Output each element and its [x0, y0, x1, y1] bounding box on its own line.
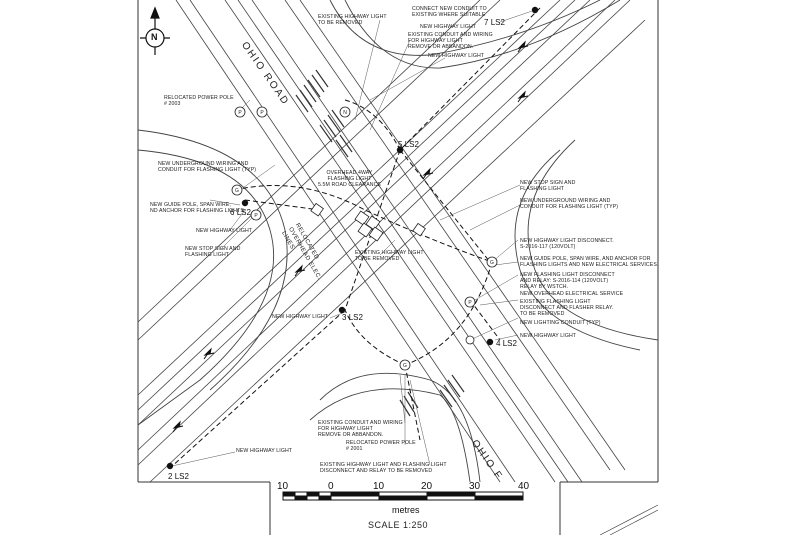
svg-text:P: P	[468, 300, 472, 306]
note-disconnect-117: NEW HIGHWAY LIGHT DISCONNECT. S-2016-117…	[520, 238, 614, 251]
conduit-lines	[169, 7, 541, 469]
svg-text:G: G	[235, 188, 239, 194]
note-new-highway-light-right: NEW HIGHWAY LIGHT	[520, 333, 577, 339]
svg-text:G: G	[490, 260, 494, 266]
light-id-5: 5 LS2	[398, 140, 419, 149]
light-id-4: 4 LS2	[496, 339, 517, 348]
note-new-underground-wiring-left: NEW UNDERGROUND WIRING AND CONDUIT FOR F…	[158, 161, 257, 174]
light-id-3: 3 LS2	[342, 313, 363, 322]
cross-road-edges	[137, 0, 646, 483]
pole-letters: P P G P N G P G	[235, 110, 494, 369]
note-existing-conduit-bottom: EXISTING CONDUIT AND WIRING FOR HIGHWAY …	[318, 420, 403, 439]
scale-title: SCALE 1:250	[368, 520, 429, 530]
scale-tick-30: 30	[469, 481, 481, 492]
note-existing-conduit-top: EXISTING CONDUIT AND WIRING FOR HIGHWAY …	[408, 32, 493, 51]
note-new-highway-light-top2: NEW HIGHWAY LIGHT	[428, 53, 485, 59]
note-new-highway-light-bottom: NEW HIGHWAY LIGHT	[236, 448, 293, 454]
note-guide-pole-right: NEW GUIDE POLE, SPAN WIRE, AND ANCHOR FO…	[520, 256, 659, 269]
light-id-6: 6 LS2	[230, 208, 251, 217]
note-lighting-conduit: NEW LIGHTING CONDUIT (typ)	[520, 320, 601, 326]
scale-bar	[282, 491, 524, 501]
pole-symbols	[231, 106, 498, 371]
ohio-road-edges	[175, 0, 626, 483]
scale-tick-neg10: 10	[277, 481, 289, 492]
north-label: N	[151, 32, 158, 42]
note-existing-light-removed-top: EXISTING HIGHWAY LIGHT TO BE REMOVED	[318, 14, 387, 27]
svg-text:N: N	[343, 110, 347, 116]
light-id-2: 2 LS2	[168, 472, 189, 481]
note-relocated-pole-2003: RELOCATED POWER POLE # 2003	[164, 95, 234, 108]
svg-text:P: P	[254, 213, 258, 219]
note-overhead-4way: OVERHEAD 4WAY FLASHING LIGHT 5.5m ROAD C…	[318, 170, 382, 189]
four-way-flashing-light	[310, 202, 426, 242]
scale-tick-10: 10	[373, 481, 385, 492]
note-existing-light-flasher-bottom: EXISTING HIGHWAY LIGHT AND FLASHING LIGH…	[320, 462, 447, 475]
scale-tick-40: 40	[518, 481, 530, 492]
note-new-highway-light-left: NEW HIGHWAY LIGHT	[196, 228, 253, 234]
lane-arrows	[172, 40, 529, 433]
highway-light-poles	[166, 6, 539, 470]
light-id-7: 7 LS2	[484, 18, 505, 27]
svg-text:G: G	[403, 363, 407, 369]
note-existing-flasher-relay: EXISTING FLASHING LIGHT DISCONNECT AND F…	[520, 299, 614, 318]
svg-text:P: P	[238, 110, 242, 116]
note-new-highway-light-center: NEW HIGHWAY LIGHT	[272, 314, 329, 320]
scale-unit: metres	[392, 505, 420, 515]
svg-text:P: P	[260, 110, 264, 116]
note-connect-conduit: CONNECT NEW CONDUIT TO EXISTING WHERE SU…	[412, 6, 487, 19]
note-overhead-service: NEW OVERHEAD ELECTRICAL SERVICE	[520, 291, 624, 297]
hatch-islands	[295, 69, 465, 417]
note-flashing-disconnect-114: NEW FLASHING LIGHT DISCONNECT AND RELAY:…	[520, 272, 615, 291]
note-relocated-pole-2001: RELOCATED POWER POLE # 2001	[346, 440, 416, 453]
scale-tick-0: 0	[328, 481, 334, 492]
note-new-highway-light-top: NEW HIGHWAY LIGHT	[420, 24, 477, 30]
scale-tick-20: 20	[421, 481, 433, 492]
note-stop-sign-right: NEW STOP SIGN AND FLASHING LIGHT	[520, 180, 576, 193]
curb-returns	[137, 0, 659, 483]
note-guide-pole-left: NEW GUIDE POLE, SPAN WIRE, ND ANCHOR FOR…	[150, 202, 244, 215]
north-arrow	[140, 6, 170, 55]
note-stop-sign-left: NEW STOP SIGN AND FLASHING LIGHT	[185, 246, 241, 259]
sheet-frame	[137, 0, 659, 535]
leader-lines	[171, 9, 536, 467]
note-existing-light-removed-center: EXISTING HIGHWAY LIGHT TO BE REMOVED	[355, 250, 424, 263]
note-new-underground-wiring-right: NEW UNDERGROUND WIRING AND CONDUIT FOR F…	[520, 198, 619, 211]
